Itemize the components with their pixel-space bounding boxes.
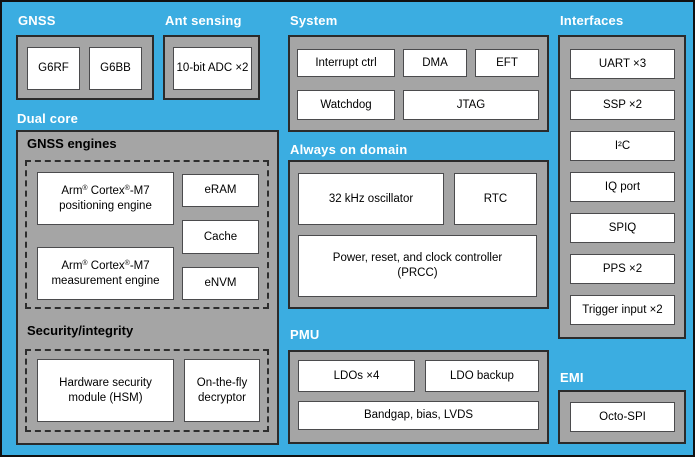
section-label-emi: EMI	[560, 370, 584, 385]
block-octo-spi: Octo-SPI	[570, 402, 675, 432]
measurement-engine-line1: Arm® Cortex®-M7	[61, 259, 150, 272]
measurement-engine-line2: measurement engine	[51, 274, 160, 287]
block-watchdog: Watchdog	[297, 90, 395, 120]
registered-mark: ®	[82, 184, 88, 192]
block-ssp: SSP ×2	[570, 90, 675, 120]
section-label-ant-sensing: Ant sensing	[165, 13, 242, 28]
registered-mark: ®	[124, 259, 130, 267]
block-iq-port: IQ port	[570, 172, 675, 202]
block-measurement-engine: Arm® Cortex®-M7 measurement engine	[37, 247, 174, 300]
block-bandgap-bias-lvds: Bandgap, bias, LVDS	[298, 401, 539, 430]
section-label-gnss: GNSS	[18, 13, 56, 28]
block-trigger-input: Trigger input ×2	[570, 295, 675, 325]
block-spiq: SPIQ	[570, 213, 675, 243]
block-rtc: RTC	[454, 173, 537, 225]
block-cache: Cache	[182, 220, 259, 254]
section-label-interfaces: Interfaces	[560, 13, 624, 28]
block-pps: PPS ×2	[570, 254, 675, 284]
section-label-system: System	[290, 13, 338, 28]
block-ldo-backup: LDO backup	[425, 360, 539, 392]
block-i2c: I²C	[570, 131, 675, 161]
block-positioning-engine: Arm® Cortex®-M7 positioning engine	[37, 172, 174, 225]
block-jtag: JTAG	[403, 90, 539, 120]
section-label-always-on-domain: Always on domain	[290, 142, 408, 157]
block-10bit-adc: 10-bit ADC ×2	[173, 47, 252, 90]
group-header-gnss-engines: GNSS engines	[27, 136, 117, 151]
panel-gnss: G6RF G6BB	[16, 35, 154, 100]
block-eft: EFT	[475, 49, 539, 77]
block-uart: UART ×3	[570, 49, 675, 79]
panel-always-on-domain: 32 kHz oscillator RTC Power, reset, and …	[288, 160, 549, 309]
decryptor-line1: On-the-fly	[196, 376, 248, 389]
block-dma: DMA	[403, 49, 467, 77]
panel-dual-core: GNSS engines Arm® Cortex®-M7 positioning…	[16, 130, 279, 445]
positioning-engine-line1: Arm® Cortex®-M7	[61, 184, 150, 197]
panel-emi: Octo-SPI	[558, 390, 686, 444]
block-32khz-oscillator: 32 kHz oscillator	[298, 173, 444, 225]
panel-ant-sensing: 10-bit ADC ×2	[163, 35, 260, 100]
registered-mark: ®	[124, 184, 130, 192]
group-gnss-engines: Arm® Cortex®-M7 positioning engine eRAM …	[25, 160, 269, 309]
decryptor-line2: decryptor	[198, 391, 246, 404]
section-label-pmu: PMU	[290, 327, 320, 342]
registered-mark: ®	[82, 259, 88, 267]
panel-pmu: LDOs ×4 LDO backup Bandgap, bias, LVDS	[288, 350, 549, 444]
hsm-line2: module (HSM)	[68, 391, 143, 404]
prcc-line2: (PRCC)	[397, 267, 438, 279]
block-interrupt-ctrl: Interrupt ctrl	[297, 49, 395, 77]
block-envm: eNVM	[182, 267, 259, 300]
group-header-security-integrity: Security/integrity	[27, 323, 134, 338]
block-ldos: LDOs ×4	[298, 360, 415, 392]
panel-system: Interrupt ctrl DMA EFT Watchdog JTAG	[288, 35, 549, 132]
panel-interfaces: UART ×3 SSP ×2 I²C IQ port SPIQ PPS ×2 T…	[558, 35, 686, 339]
prcc-line1: Power, reset, and clock controller	[332, 252, 503, 264]
positioning-engine-line2: positioning engine	[59, 199, 152, 212]
block-prcc: Power, reset, and clock controller (PRCC…	[298, 235, 537, 297]
block-eram: eRAM	[182, 174, 259, 207]
hsm-line1: Hardware security	[59, 376, 152, 389]
section-label-dual-core: Dual core	[17, 111, 79, 126]
block-on-the-fly-decryptor: On-the-fly decryptor	[184, 359, 260, 422]
block-g6rf: G6RF	[27, 47, 80, 90]
block-g6bb: G6BB	[89, 47, 142, 90]
block-hsm: Hardware security module (HSM)	[37, 359, 174, 422]
group-security-integrity: Hardware security module (HSM) On-the-fl…	[25, 349, 269, 432]
